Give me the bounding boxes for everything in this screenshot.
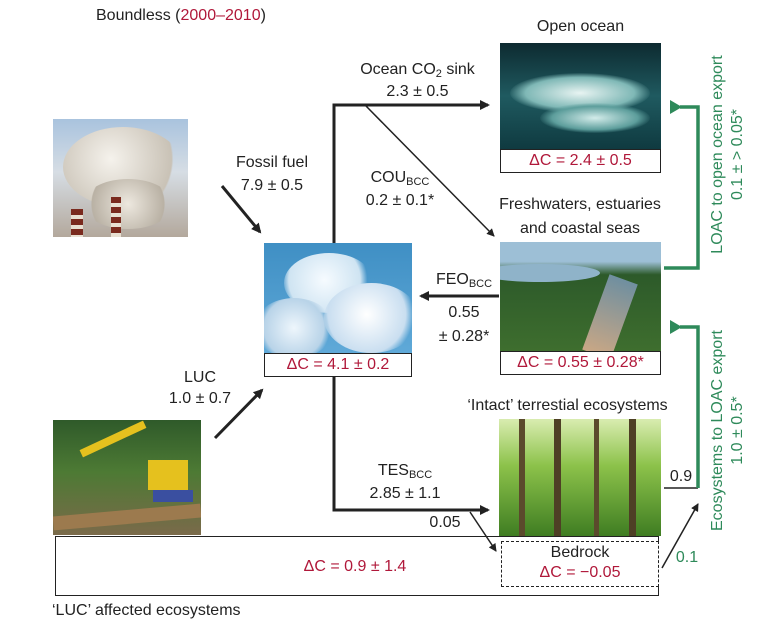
feo-label: FEOBCC (424, 270, 504, 294)
bedrock-in-value: 0.05 (429, 514, 461, 531)
cou-label: COUBCC (345, 168, 455, 192)
bedrock-delta: ΔC = −0.05 (539, 564, 621, 581)
freshwaters-delta: ΔC = 0.55 ± 0.28* (500, 351, 661, 375)
open-ocean-export-arrow (664, 100, 700, 270)
bedrock-label: Bedrock (550, 544, 610, 561)
tes-label-main: TES (377, 462, 409, 479)
cou-arrow (365, 105, 495, 237)
freshwaters-label-line1: Freshwaters, estuaries (499, 196, 661, 213)
luc-affected-delta: ΔC = 0.9 ± 1.4 (303, 558, 407, 575)
freshwaters-estuary-image (500, 242, 661, 351)
ecosystem-export-arrow (670, 320, 700, 488)
tes-value: 2.85 ± 1.1 (369, 485, 441, 502)
tes-label: TESBCC (350, 461, 460, 485)
atmosphere-delta: ΔC = 4.1 ± 0.2 (264, 353, 412, 377)
diagram-title: Boundless (2000–2010) (96, 6, 266, 26)
luc-affected-label: ‘LUC’ affected ecosystems (52, 602, 241, 619)
title-period: 2000–2010 (180, 7, 261, 24)
intact-forest-image (499, 419, 661, 536)
freshwaters-label-line2: and coastal seas (519, 220, 641, 237)
ocean-sink-label-sub: 2 (435, 68, 442, 80)
fossil-fuel-label: Fossil fuel (235, 154, 309, 171)
luc-excavator-image (53, 420, 201, 535)
open-ocean-delta: ΔC = 2.4 ± 0.5 (500, 149, 661, 173)
tes-label-sub: BCC (408, 469, 433, 481)
luc-flux-arrow (213, 388, 264, 440)
fossil-fuel-value: 7.9 ± 0.5 (240, 177, 304, 194)
open-ocean-label: Open ocean (536, 18, 625, 35)
ocean-sink-label: Ocean CO2 sink (340, 60, 495, 84)
atmosphere-clouds-image (264, 243, 412, 353)
cou-label-main: COU (370, 169, 407, 186)
title-prefix: Boundless ( (96, 7, 181, 24)
bedrock-out-value: 0.1 (675, 549, 699, 566)
ocean-sink-arrow (332, 100, 490, 243)
intact-ecosystems-label: ‘Intact’ terrestial ecosystems (467, 397, 668, 414)
feo-label-sub: BCC (468, 278, 493, 290)
luc-flux-value: 1.0 ± 0.7 (168, 390, 232, 407)
tes-arrow (332, 377, 490, 515)
feo-value-1: 0.55 (448, 304, 480, 321)
title-suffix: ) (260, 7, 266, 24)
fossil-fuel-arrow (220, 185, 262, 234)
bedrock-in-arrow (469, 511, 497, 552)
bedrock-box (501, 541, 659, 587)
luc-flux-label: LUC (183, 369, 216, 386)
bedrock-out-arrow (661, 503, 699, 569)
open-ocean-waves-image (500, 43, 661, 149)
fossil-fuel-smokestack-image (53, 119, 188, 237)
intact-out-value: 0.9 (669, 468, 693, 485)
ocean-sink-value: 2.3 ± 0.5 (386, 83, 449, 100)
ocean-sink-label-tail: sink (441, 61, 475, 78)
cou-value: 0.2 ± 0.1* (365, 192, 435, 209)
ocean-sink-label-main: Ocean CO (360, 61, 436, 78)
feo-label-main: FEO (435, 271, 469, 288)
cou-label-sub: BCC (406, 176, 430, 188)
feo-value-2: ± 0.28* (438, 328, 490, 345)
